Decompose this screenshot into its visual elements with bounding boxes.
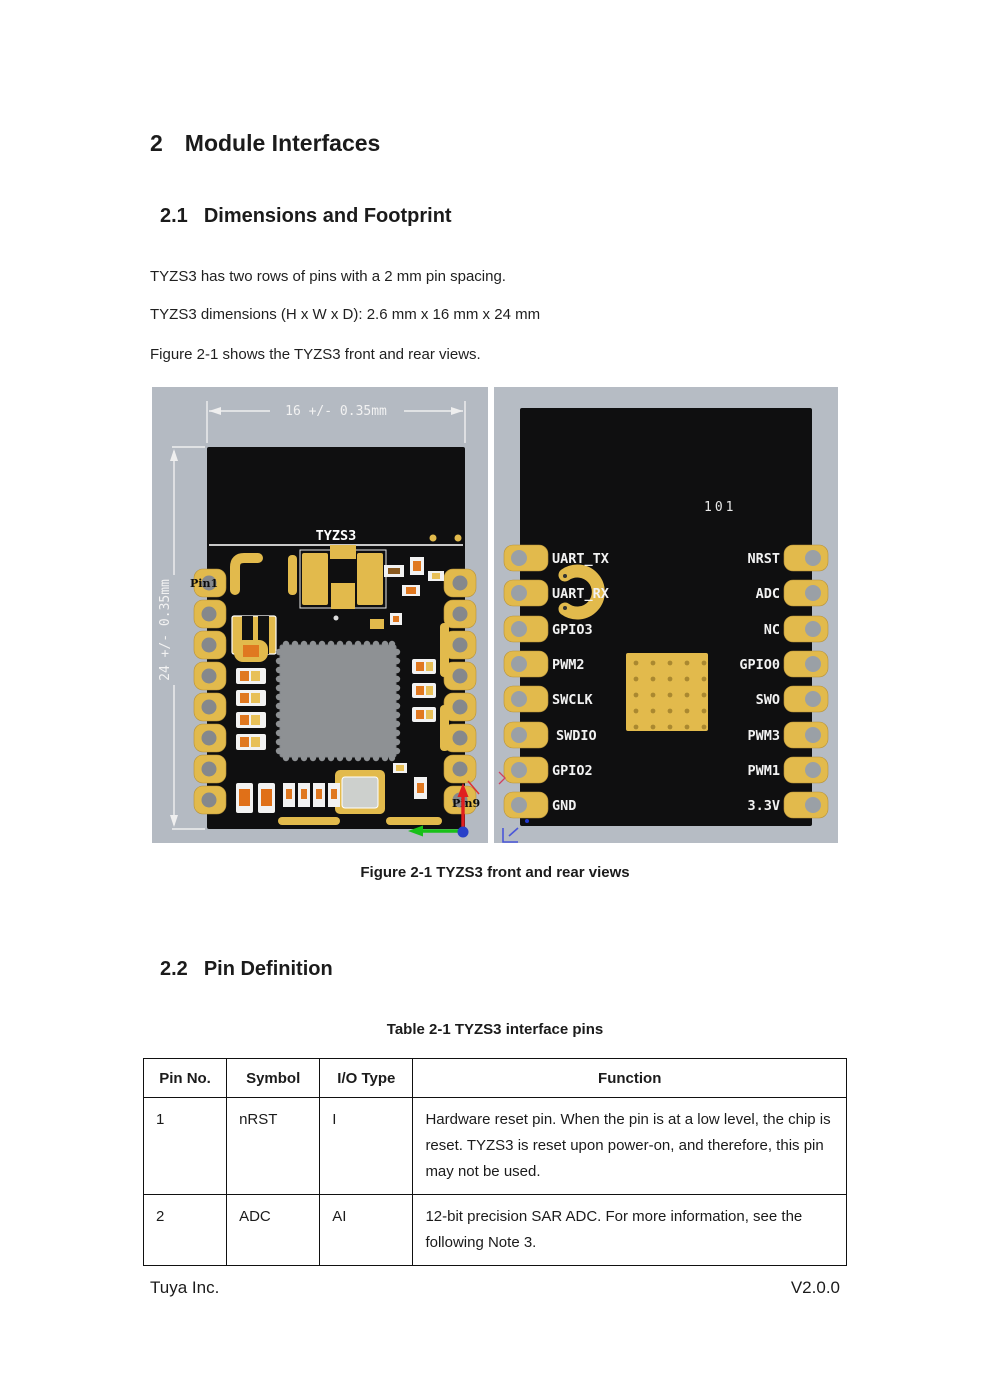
subsection-number: 2.2 — [160, 958, 188, 980]
table-caption: Table 2-1 TYZS3 interface pins — [386, 1021, 604, 1038]
cell-function: 12-bit precision SAR ADC. For more infor… — [412, 1194, 847, 1266]
header-io-type: I/O Type — [319, 1058, 414, 1098]
cell-symbol: nRST — [226, 1097, 321, 1195]
body-paragraph-pin-spacing: TYZS3 has two rows of pins with a 2 mm p… — [150, 268, 506, 285]
pin9-label: Pin9 — [452, 797, 480, 810]
pin-definition-table: Pin No. Symbol I/O Type Function 1 nRST … — [142, 1058, 847, 1266]
height-dimension-lines — [172, 446, 205, 830]
rear-view-image: 101 — [494, 387, 838, 843]
antenna-arc — [558, 564, 605, 620]
document-version: V2.0.0 — [790, 1278, 840, 1297]
figure-2-1: 16 +/- 0.35mm 24 +/- 0.35mm TYZS3 — [152, 387, 838, 843]
pin-label: UART_RX — [552, 586, 609, 602]
front-view-image: 16 +/- 0.35mm 24 +/- 0.35mm TYZS3 — [152, 387, 488, 843]
pin-label: 3.3V — [747, 798, 780, 814]
table-row: 2 ADC AI 12-bit precision SAR ADC. For m… — [142, 1194, 847, 1266]
table-header-row: Pin No. Symbol I/O Type Function — [142, 1058, 847, 1098]
subsection-title: Pin Definition — [203, 958, 333, 980]
pin-label: GPIO0 — [739, 657, 780, 673]
table-row: 1 nRST I Hardware reset pin. When the pi… — [142, 1097, 847, 1195]
pcb-components — [230, 545, 449, 825]
axis-marker — [408, 783, 469, 838]
pin1-label: Pin1 — [190, 577, 218, 590]
pin-label: SWCLK — [552, 692, 594, 708]
pin-label: PWM1 — [747, 763, 780, 779]
header-pin-no: Pin No. — [142, 1058, 228, 1098]
pin-label: GND — [552, 798, 576, 814]
pin-label: GPIO2 — [552, 763, 593, 779]
rear-pin-labels: UART_TX UART_RX GPIO3 PWM2 SWCLK SWDIO G… — [552, 551, 780, 814]
subsection-heading-2-1: 2.1 Dimensions and Footprint — [160, 205, 452, 228]
board-silkscreen-label: TYZS3 — [316, 528, 357, 544]
body-paragraph-figure-ref: Figure 2-1 shows the TYZS3 front and rea… — [150, 346, 481, 363]
pin-label: SWO — [756, 692, 780, 708]
pin-label: PWM2 — [552, 657, 585, 673]
section-heading: 2 Module Interfaces — [150, 130, 380, 157]
pin-label: PWM3 — [747, 728, 780, 744]
pin-label: SWDIO — [556, 728, 597, 744]
figure-caption: Figure 2-1 TYZS3 front and rear views — [360, 864, 630, 881]
body-paragraph-dimensions: TYZS3 dimensions (H x W x D): 2.6 mm x 1… — [150, 306, 541, 323]
cell-io-type: I — [319, 1097, 414, 1195]
section-title: Module Interfaces — [184, 130, 381, 156]
cell-symbol: ADC — [226, 1194, 321, 1266]
thermal-pad — [626, 653, 708, 731]
company-name: Tuya Inc. — [150, 1278, 220, 1297]
pin-label: NRST — [747, 551, 780, 567]
pin-label: NC — [764, 622, 780, 638]
header-function: Function — [412, 1058, 847, 1098]
subsection-heading-2-2: 2.2 Pin Definition — [160, 958, 333, 981]
header-symbol: Symbol — [226, 1058, 321, 1098]
cell-io-type: AI — [319, 1194, 414, 1266]
cell-pin-no: 2 — [142, 1194, 228, 1266]
subsection-title: Dimensions and Footprint — [203, 205, 452, 227]
cell-pin-no: 1 — [142, 1097, 228, 1195]
pin-label: ADC — [756, 586, 780, 602]
subsection-number: 2.1 — [160, 205, 188, 227]
section-number: 2 — [150, 130, 163, 156]
silkscreen-number: 101 — [704, 500, 736, 515]
pin-label: UART_TX — [552, 551, 609, 567]
height-dimension-label: 24 +/- 0.35mm — [158, 579, 173, 681]
castellated-pads — [193, 568, 477, 815]
page-footer: Tuya Inc. V2.0.0 — [150, 1278, 840, 1298]
width-dimension-label: 16 +/- 0.35mm — [285, 404, 387, 419]
cell-function: Hardware reset pin. When the pin is at a… — [412, 1097, 847, 1195]
pin-label: GPIO3 — [552, 622, 593, 638]
